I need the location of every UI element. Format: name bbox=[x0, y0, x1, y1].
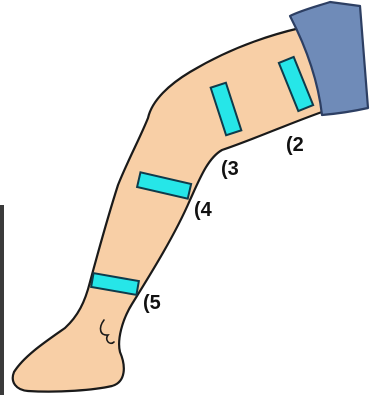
left-edge-strip bbox=[0, 205, 4, 395]
label-2: (2 bbox=[286, 134, 304, 156]
label-3: (3 bbox=[221, 158, 239, 180]
label-4: (4 bbox=[194, 199, 213, 221]
label-5: (5 bbox=[143, 292, 161, 314]
